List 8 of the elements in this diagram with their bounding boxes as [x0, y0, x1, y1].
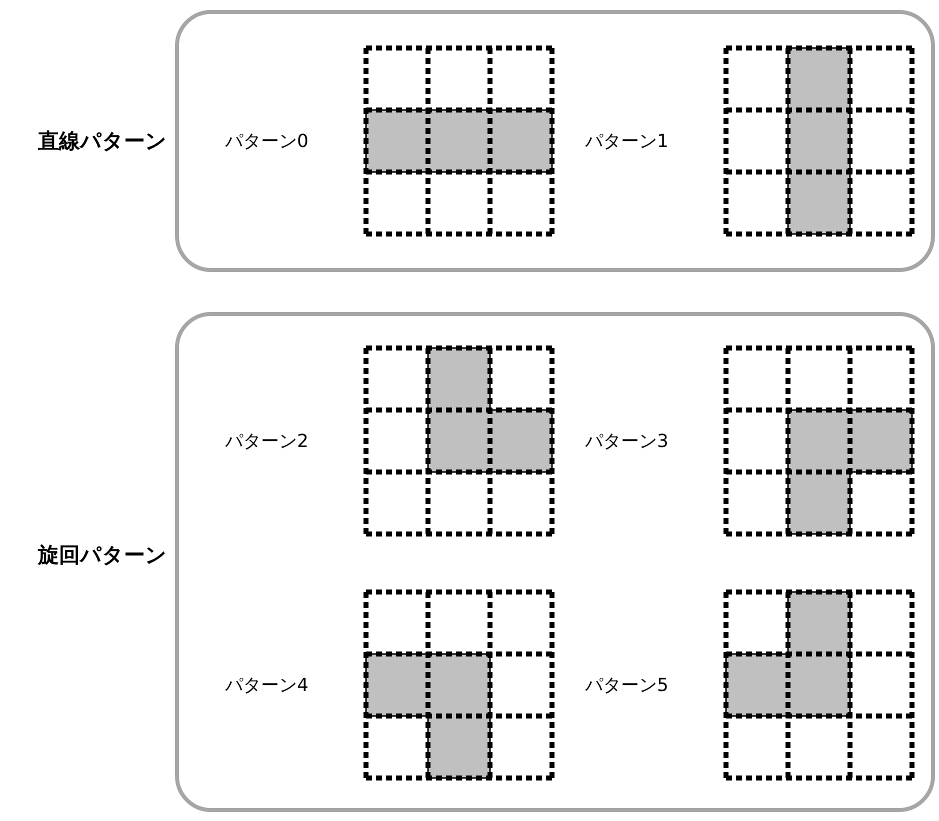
pattern-label: パターン2 [225, 430, 308, 453]
pattern-label: パターン4 [225, 674, 308, 697]
pattern-label: パターン5 [585, 674, 668, 697]
pattern-label: パターン3 [585, 430, 668, 453]
pattern-label: パターン1 [585, 130, 668, 153]
group-heading: 直線パターン [38, 128, 167, 155]
group-heading: 旋回パターン [38, 542, 167, 569]
pattern-label: パターン0 [225, 130, 308, 153]
